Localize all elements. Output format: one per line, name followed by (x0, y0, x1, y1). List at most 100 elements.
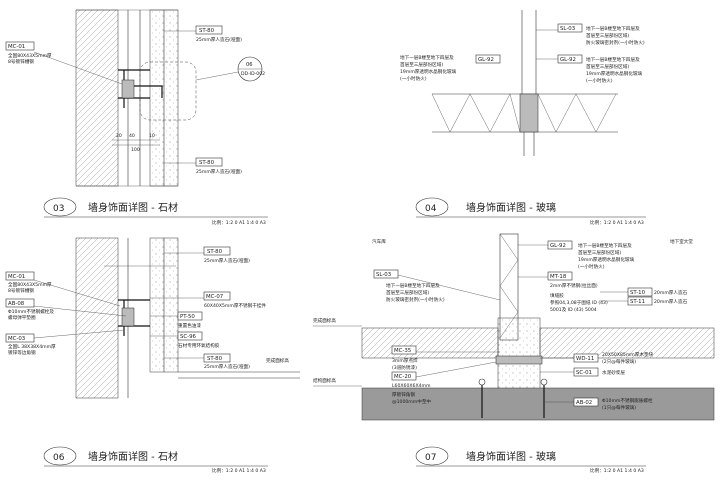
svg-text:2mm厚不锈钢(拉丝面): 2mm厚不锈钢(拉丝面) (550, 282, 598, 289)
svg-text:MT-18: MT-18 (550, 274, 567, 280)
svg-text:GL-92: GL-92 (550, 243, 566, 249)
tag-sc-01 (573, 367, 599, 377)
room-right-label: 地下室大堂 (670, 238, 693, 245)
svg-text:06: 06 (246, 62, 253, 68)
svg-text:MC-01: MC-01 (8, 274, 25, 280)
svg-text:5001及 ID (43) 5004: 5001及 ID (43) 5004 (550, 307, 597, 313)
steel-angle-base (495, 355, 543, 365)
svg-text:04: 04 (425, 204, 437, 214)
svg-text:PT-50: PT-50 (180, 314, 195, 320)
tag-gl-92 (547, 240, 573, 250)
svg-text:(一小时防火): (一小时防火) (586, 77, 613, 84)
tag-ab-02 (573, 397, 599, 407)
svg-text:ST-11: ST-11 (630, 299, 645, 305)
svg-text:25mm厚人造石(哑面): 25mm厚人造石(哑面) (204, 363, 250, 370)
svg-text:AB-02: AB-02 (576, 400, 592, 406)
svg-text:全国80X43X5mm厚: 全国80X43X5mm厚 (8, 281, 52, 288)
svg-text:MC-07: MC-07 (206, 294, 223, 300)
svg-text:8号镀锌槽钢: 8号镀锌槽钢 (8, 58, 34, 65)
svg-text:镀锌等边角钢: 镀锌等边角钢 (8, 349, 36, 356)
svg-text:MC-20: MC-20 (394, 374, 412, 380)
panel-title-04: 墙身饰面详图 - 玻璃 (466, 201, 556, 214)
svg-text:厚镀锌角钢: 厚镀锌角钢 (392, 391, 415, 398)
svg-text:首层至三层部份区域): 首层至三层部份区域) (578, 249, 621, 256)
svg-text:首层至三层部份区域): 首层至三层部份区域) (386, 289, 429, 296)
panel-03-stone-detail: 20 40 10 100 MC-01 全国80X43X5mm厚 8号镀锌槽钢 S… (5, 9, 268, 226)
svg-text:WD-11: WD-11 (576, 356, 594, 362)
svg-text:比例：1:2 0 A1 1:4 0 A3: 比例：1:2 0 A1 1:4 0 A3 (590, 467, 644, 474)
svg-text:25mm厚人造石(哑面): 25mm厚人造石(哑面) (196, 168, 242, 175)
svg-text:03: 03 (53, 204, 64, 214)
svg-text:60X40X5mm厚不锈钢干挂件: 60X40X5mm厚不锈钢干挂件 (204, 302, 266, 309)
svg-text:(2只@每件玻璃): (2只@每件玻璃) (602, 358, 636, 365)
dim-10: 10 (149, 133, 155, 139)
tag-sl-03-top (557, 23, 583, 33)
detail-boundary (139, 61, 197, 121)
svg-text:比例：1:2 0 A1 1:4 0 A3: 比例：1:2 0 A1 1:4 0 A3 (590, 219, 644, 226)
room-left-label: 汽车库 (372, 238, 386, 245)
title-bubble-03 (43, 197, 77, 217)
floor-finish-left (361, 327, 499, 359)
tag-gl-92-right (557, 54, 583, 64)
svg-text:地下一层B楼至地下四层及: 地下一层B楼至地下四层及 (400, 54, 454, 61)
floor-finish-right (539, 327, 715, 359)
glass-joint (519, 93, 539, 133)
svg-text:19mm厚透明水晶钢化玻璃: 19mm厚透明水晶钢化玻璃 (586, 70, 643, 77)
svg-text:首层至三层部份区域): 首层至三层部份区域) (586, 32, 629, 39)
svg-text:DD-ID-002: DD-ID-002 (241, 71, 265, 77)
svg-text:(一小时防火): (一小时防火) (578, 263, 605, 270)
svg-text:比例：1:2 0 A1 1:4 0 A3: 比例：1:2 0 A1 1:4 0 A3 (212, 219, 266, 226)
svg-text:石材专用环氧结构胶: 石材专用环氧结构胶 (178, 342, 220, 349)
title-bubble-06 (43, 446, 77, 466)
svg-text:19mm厚透明水晶钢化玻璃: 19mm厚透明水晶钢化玻璃 (578, 256, 635, 263)
svg-text:8号镀锌槽钢: 8号镀锌槽钢 (8, 287, 34, 294)
svg-text:(3道防锈漆): (3道防锈漆) (392, 364, 417, 371)
tag-mc-07 (203, 291, 231, 301)
tag-st-10 (627, 287, 653, 297)
tag-gl-92-left (475, 54, 501, 64)
tag-ab-08 (5, 298, 35, 308)
concrete-wall (75, 237, 119, 399)
svg-text:L60X60X6X4mm: L60X60X6X4mm (392, 383, 431, 389)
svg-text:ST-80: ST-80 (199, 28, 215, 34)
steel-angle (121, 307, 135, 327)
svg-text:螺母弹平垫圈: 螺母弹平垫圈 (8, 314, 36, 321)
svg-text:参照04,3,08于图纸 ID (43): 参照04,3,08于图纸 ID (43) (550, 299, 608, 306)
svg-text:25mm厚人造石(哑面): 25mm厚人造石(哑面) (204, 257, 250, 264)
dim-20: 20 (116, 133, 122, 139)
level-label: 完成面标高 (266, 357, 289, 364)
tag-pt-50 (177, 311, 203, 321)
finish-level-label: 完成面标高 (313, 317, 336, 324)
tag-st-80-bottom (195, 157, 223, 167)
svg-text:重置色油漆: 重置色油漆 (178, 322, 201, 329)
tag-sl-03 (373, 269, 399, 279)
svg-text:06: 06 (53, 453, 65, 463)
svg-text:全国80X43X5mm厚: 全国80X43X5mm厚 (8, 52, 52, 59)
panel-title-03: 墙身饰面详图 - 石材 (88, 201, 178, 214)
svg-text:07: 07 (425, 453, 436, 463)
svg-text:(1只@每件玻璃): (1只@每件玻璃) (602, 404, 636, 411)
dim-100: 100 (131, 147, 140, 153)
steel-angle (121, 79, 135, 99)
svg-text:3mm厚点焊: 3mm厚点焊 (392, 357, 418, 364)
tag-mc-01 (5, 41, 35, 51)
title-bubble-07 (415, 446, 449, 466)
svg-text:ST-80: ST-80 (207, 356, 223, 362)
svg-text:MC-03: MC-03 (8, 336, 25, 342)
title-bubble-04 (415, 197, 449, 217)
panel-07-glass-detail: 汽车库 地下室大堂 完成面标高 结构面标高 GL-92 地下一层B楼至地下四层及… (313, 233, 715, 474)
svg-text:GL-92: GL-92 (478, 57, 494, 63)
svg-text:首层至三层部份区域): 首层至三层部份区域) (400, 61, 443, 68)
tag-mc-01 (5, 271, 35, 281)
structure-level-label: 结构面标高 (313, 377, 336, 384)
svg-text:20X50X85mm厚木垫块: 20X50X85mm厚木垫块 (602, 351, 654, 358)
svg-text:MC-35: MC-35 (394, 348, 411, 354)
concrete-wall (75, 9, 119, 187)
svg-text:SL-03: SL-03 (560, 26, 575, 32)
svg-text:Φ10mm不锈钢螺栓及: Φ10mm不锈钢螺栓及 (8, 308, 54, 315)
dim-40: 40 (129, 133, 135, 139)
svg-text:SC-01: SC-01 (576, 370, 592, 376)
svg-text:AB-08: AB-08 (8, 301, 25, 307)
svg-text:全国L 38X38X4mm厚: 全国L 38X38X4mm厚 (8, 343, 56, 350)
